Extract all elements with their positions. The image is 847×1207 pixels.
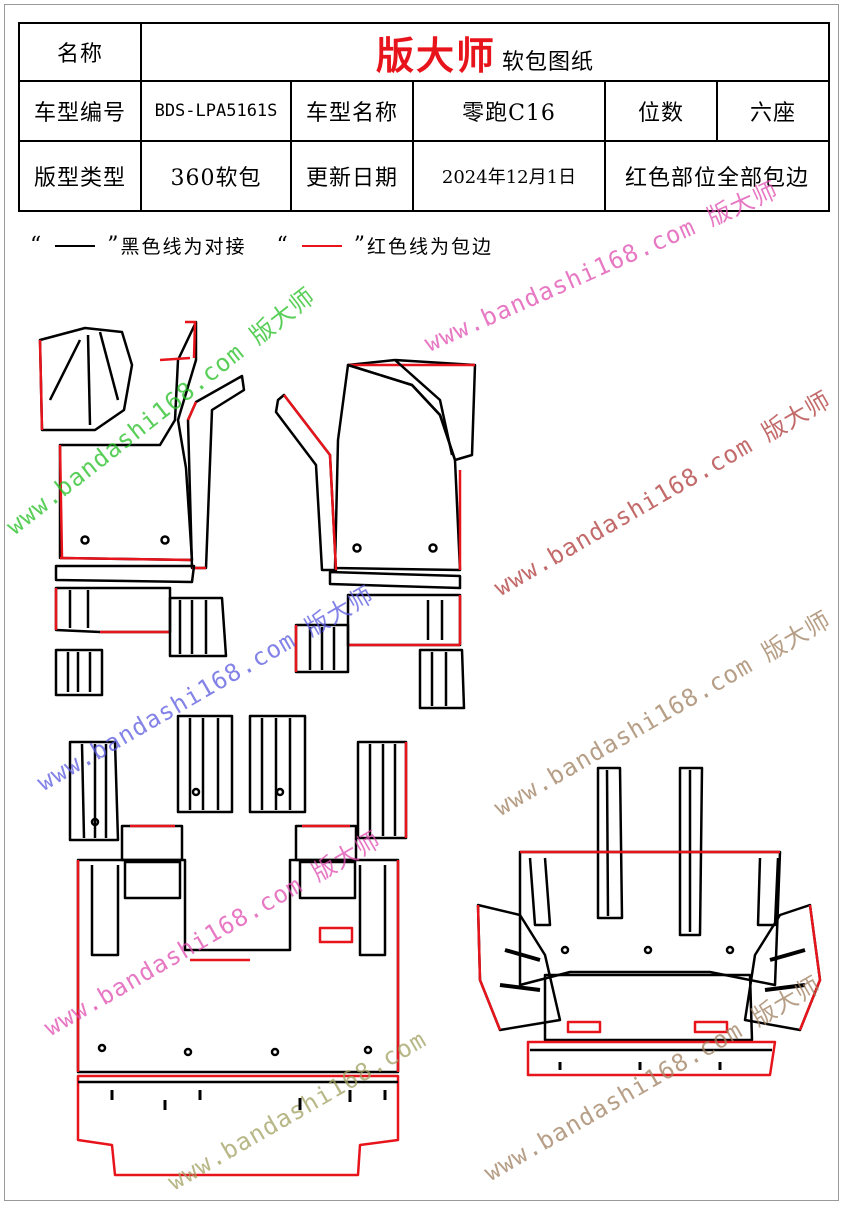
line-legend: “ ” 黑色线为对接 “ ” 红色线为包边 (30, 232, 493, 259)
spec-table: 名称 版大师软包图纸 车型编号 BDS-LPA5161S 车型名称 零跑C16 … (18, 22, 831, 212)
pattern-type-value: 360软包 (140, 140, 292, 212)
black-line-swatch (55, 244, 96, 247)
mid-rear-panel (76, 1074, 400, 1177)
seats-value: 六座 (715, 80, 831, 142)
right-seat-rail-2 (418, 648, 466, 710)
left-seat-rail-1 (54, 648, 104, 697)
title-cell: 版大师软包图纸 (139, 22, 831, 82)
update-label: 更新日期 (290, 140, 414, 212)
right-sill-strip (274, 393, 338, 572)
left-lower-panel (54, 586, 172, 634)
edge-note: 红色部位全部包边 (603, 140, 831, 212)
left-seat-rail-2 (168, 596, 228, 658)
left-sill-strip (186, 374, 246, 570)
black-line-label: 黑色线为对接 (120, 236, 247, 258)
doc-type: 软包图纸 (502, 49, 595, 75)
front-left-panels (38, 320, 246, 697)
right-floor-panel (333, 363, 462, 572)
cargo-rail-left (596, 766, 624, 920)
pattern-type-label: 版型类型 (18, 140, 142, 212)
rear-cargo-panels (476, 766, 822, 1077)
cargo-rail-right (678, 766, 704, 937)
legend-quote-close-2: ” (353, 233, 368, 258)
left-rear-strip (54, 564, 196, 584)
red-line-swatch (301, 244, 342, 247)
mid-seat-pad-left (120, 824, 184, 862)
model-code: BDS-LPA5161S (140, 80, 292, 142)
legend-quote-close: ” (107, 233, 121, 258)
name-label: 名称 (18, 22, 142, 82)
mid-main-floor (76, 858, 400, 1074)
cargo-rear-floor (543, 973, 754, 1042)
right-rear-strip (328, 570, 462, 590)
model-name: 零跑C16 (412, 80, 606, 142)
update-date: 2024年12月1日 (412, 140, 606, 212)
model-code-label: 车型编号 (18, 80, 142, 142)
model-name-label: 车型名称 (290, 80, 414, 142)
cargo-floor (518, 850, 782, 987)
mid-rail-b (176, 714, 234, 814)
front-right-panels (274, 358, 477, 710)
brand-title: 版大师 (376, 32, 497, 78)
page-border (4, 4, 839, 1201)
middle-row-panels (68, 714, 408, 1177)
cargo-sill (526, 1040, 777, 1077)
legend-quote-open-2: “ (276, 233, 290, 258)
red-line-label: 红色线为包边 (367, 236, 494, 258)
mid-rail-a (68, 740, 120, 842)
legend-quote-open: “ (30, 233, 44, 258)
seats-label: 位数 (604, 80, 718, 142)
left-dash-panel (38, 326, 134, 432)
mid-rail-c (248, 714, 307, 814)
